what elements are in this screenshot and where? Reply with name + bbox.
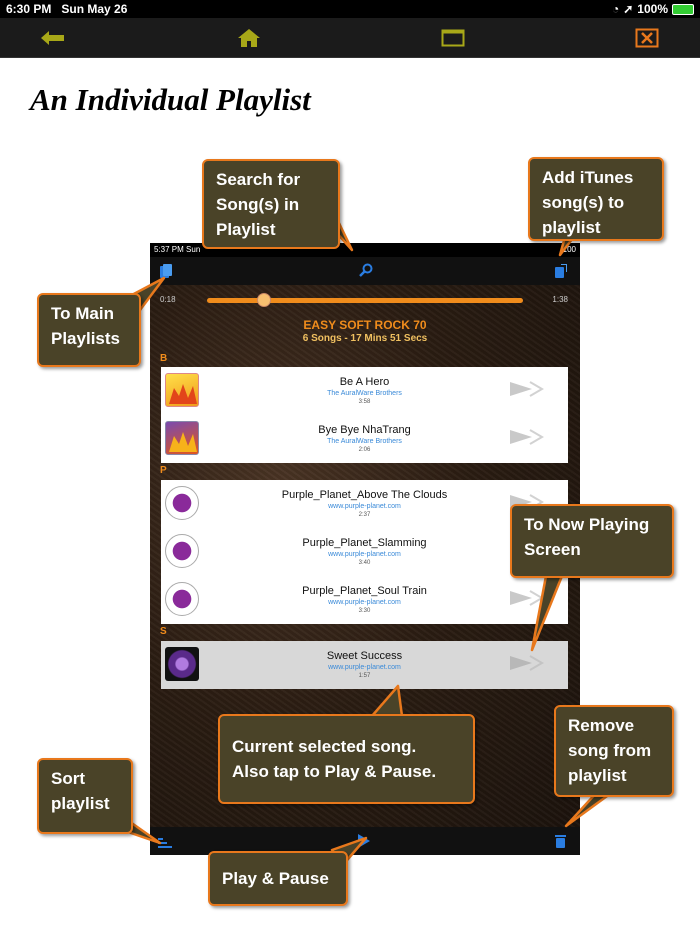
trash-icon[interactable] <box>555 834 566 853</box>
callout-main-playlists: To Main Playlists <box>37 293 141 367</box>
callout-sort-line: Sort <box>51 769 85 788</box>
mini-battery: 100 <box>562 245 576 254</box>
battery-percent: 100% <box>637 2 668 16</box>
playlists-icon[interactable] <box>160 264 172 283</box>
song-duration: 2:06 <box>358 447 371 453</box>
home-icon[interactable] <box>236 26 262 50</box>
app-top-bar <box>150 257 580 285</box>
callout-nowplaying-line: To Now Playing <box>524 515 650 534</box>
album-art-icon <box>165 647 199 681</box>
callout-search-line: Song(s) in <box>216 195 300 214</box>
album-art-icon <box>165 486 199 520</box>
callout-search-line: Playlist <box>216 220 276 239</box>
song-row[interactable]: Purple_Planet_Soul Train www.purple-plan… <box>161 576 568 623</box>
back-arrow-icon[interactable] <box>40 26 66 50</box>
total-time: 1:38 <box>552 295 568 304</box>
song-group: Be A Hero The AuralWare Brothers 3:58 By… <box>161 367 568 463</box>
song-duration: 3:58 <box>358 399 371 405</box>
callout-remove-line: Remove <box>568 716 635 735</box>
callout-now-playing: To Now Playing Screen <box>510 504 674 578</box>
song-row[interactable]: Purple_Planet_Slamming www.purple-planet… <box>161 528 568 575</box>
song-row[interactable]: Be A Hero The AuralWare Brothers 3:58 <box>161 367 568 414</box>
callout-sort-line: playlist <box>51 794 110 813</box>
song-duration: 1:57 <box>358 673 371 679</box>
song-duration: 3:30 <box>358 608 371 614</box>
song-title: Sweet Success <box>326 650 403 662</box>
callout-add-line: song(s) to <box>542 193 625 212</box>
song-artist: The AuralWare Brothers <box>327 390 402 397</box>
progress-slider[interactable] <box>207 298 523 303</box>
location-icon: ➚ <box>623 2 634 16</box>
callout-play-pause: Play & Pause <box>208 851 348 906</box>
slider-knob[interactable] <box>256 293 271 307</box>
song-title: Purple_Planet_Above The Clouds <box>281 489 448 501</box>
callout-selected-song: Current selected song. Also tap to Play … <box>218 714 475 804</box>
selected-song-row[interactable]: Sweet Success www.purple-planet.com 1:57 <box>161 641 568 689</box>
callout-add-line: Add iTunes <box>542 168 634 187</box>
go-arrow-icon[interactable] <box>510 655 544 676</box>
elapsed-time: 0:18 <box>160 295 176 304</box>
section-header: B <box>160 353 168 364</box>
playlist-summary: 6 Songs - 17 Mins 51 Secs <box>302 333 428 344</box>
search-icon[interactable] <box>359 263 373 282</box>
status-bar: 6:30 PM Sun May 26 ◔ ➚ 100% <box>0 0 700 18</box>
section-header: S <box>160 626 167 637</box>
callout-remove-line: playlist <box>568 766 627 785</box>
album-art-icon <box>165 582 199 616</box>
callout-selected-line: Also tap to Play & Pause. <box>232 762 437 781</box>
song-artist: www.purple-planet.com <box>328 503 401 510</box>
page-title: An Individual Playlist <box>30 82 311 117</box>
song-duration: 3:40 <box>358 560 371 566</box>
playlist-title: EASY SOFT ROCK 70 <box>303 318 427 332</box>
song-title: Purple_Planet_Slamming <box>302 537 427 549</box>
go-arrow-icon[interactable] <box>510 429 544 450</box>
callout-playpause-line: Play & Pause <box>222 869 329 888</box>
section-header: P <box>160 465 167 476</box>
status-date: Sun May 26 <box>61 2 128 16</box>
window-icon[interactable] <box>440 26 466 50</box>
song-title: Purple_Planet_Soul Train <box>302 585 427 597</box>
mini-day: Sun <box>186 245 201 254</box>
song-artist: www.purple-planet.com <box>328 599 401 606</box>
song-row[interactable]: Bye Bye NhaTrang The AuralWare Brothers … <box>161 415 568 462</box>
battery-icon <box>672 3 694 15</box>
go-arrow-icon[interactable] <box>510 381 544 402</box>
song-artist: www.purple-planet.com <box>328 551 401 558</box>
song-title: Bye Bye NhaTrang <box>318 424 411 436</box>
callout-add-songs: Add iTunes song(s) to playlist <box>528 157 664 241</box>
song-artist: The AuralWare Brothers <box>327 438 402 445</box>
callout-remove-song: Remove song from playlist <box>554 705 674 797</box>
wifi-icon: ◔ <box>611 2 620 16</box>
callout-add-line: playlist <box>542 218 601 237</box>
song-artist: www.purple-planet.com <box>328 664 401 671</box>
sort-icon[interactable] <box>158 836 172 854</box>
status-time: 6:30 PM <box>6 2 52 16</box>
callout-selected-line: Current selected song. <box>232 737 417 756</box>
song-title: Be A Hero <box>339 376 390 388</box>
song-row[interactable]: Sweet Success www.purple-planet.com 1:57 <box>161 641 568 688</box>
album-art-icon <box>165 534 199 568</box>
mini-time: 5:37 PM <box>154 245 184 254</box>
album-art-icon <box>165 421 199 455</box>
callout-main-line: To Main <box>51 304 114 323</box>
callout-remove-line: song from <box>568 741 652 760</box>
callout-search: Search for Song(s) in Playlist <box>202 159 340 249</box>
song-group: Purple_Planet_Above The Clouds www.purpl… <box>161 480 568 624</box>
callout-sort: Sort playlist <box>37 758 133 834</box>
album-art-icon <box>165 373 199 407</box>
song-row[interactable]: Purple_Planet_Above The Clouds www.purpl… <box>161 480 568 527</box>
song-duration: 2:37 <box>358 512 371 518</box>
top-toolbar <box>0 18 700 58</box>
callout-nowplaying-line: Screen <box>524 540 581 559</box>
callout-search-line: Search for <box>216 170 301 189</box>
close-icon[interactable] <box>634 26 660 50</box>
callout-main-line: Playlists <box>51 329 120 348</box>
